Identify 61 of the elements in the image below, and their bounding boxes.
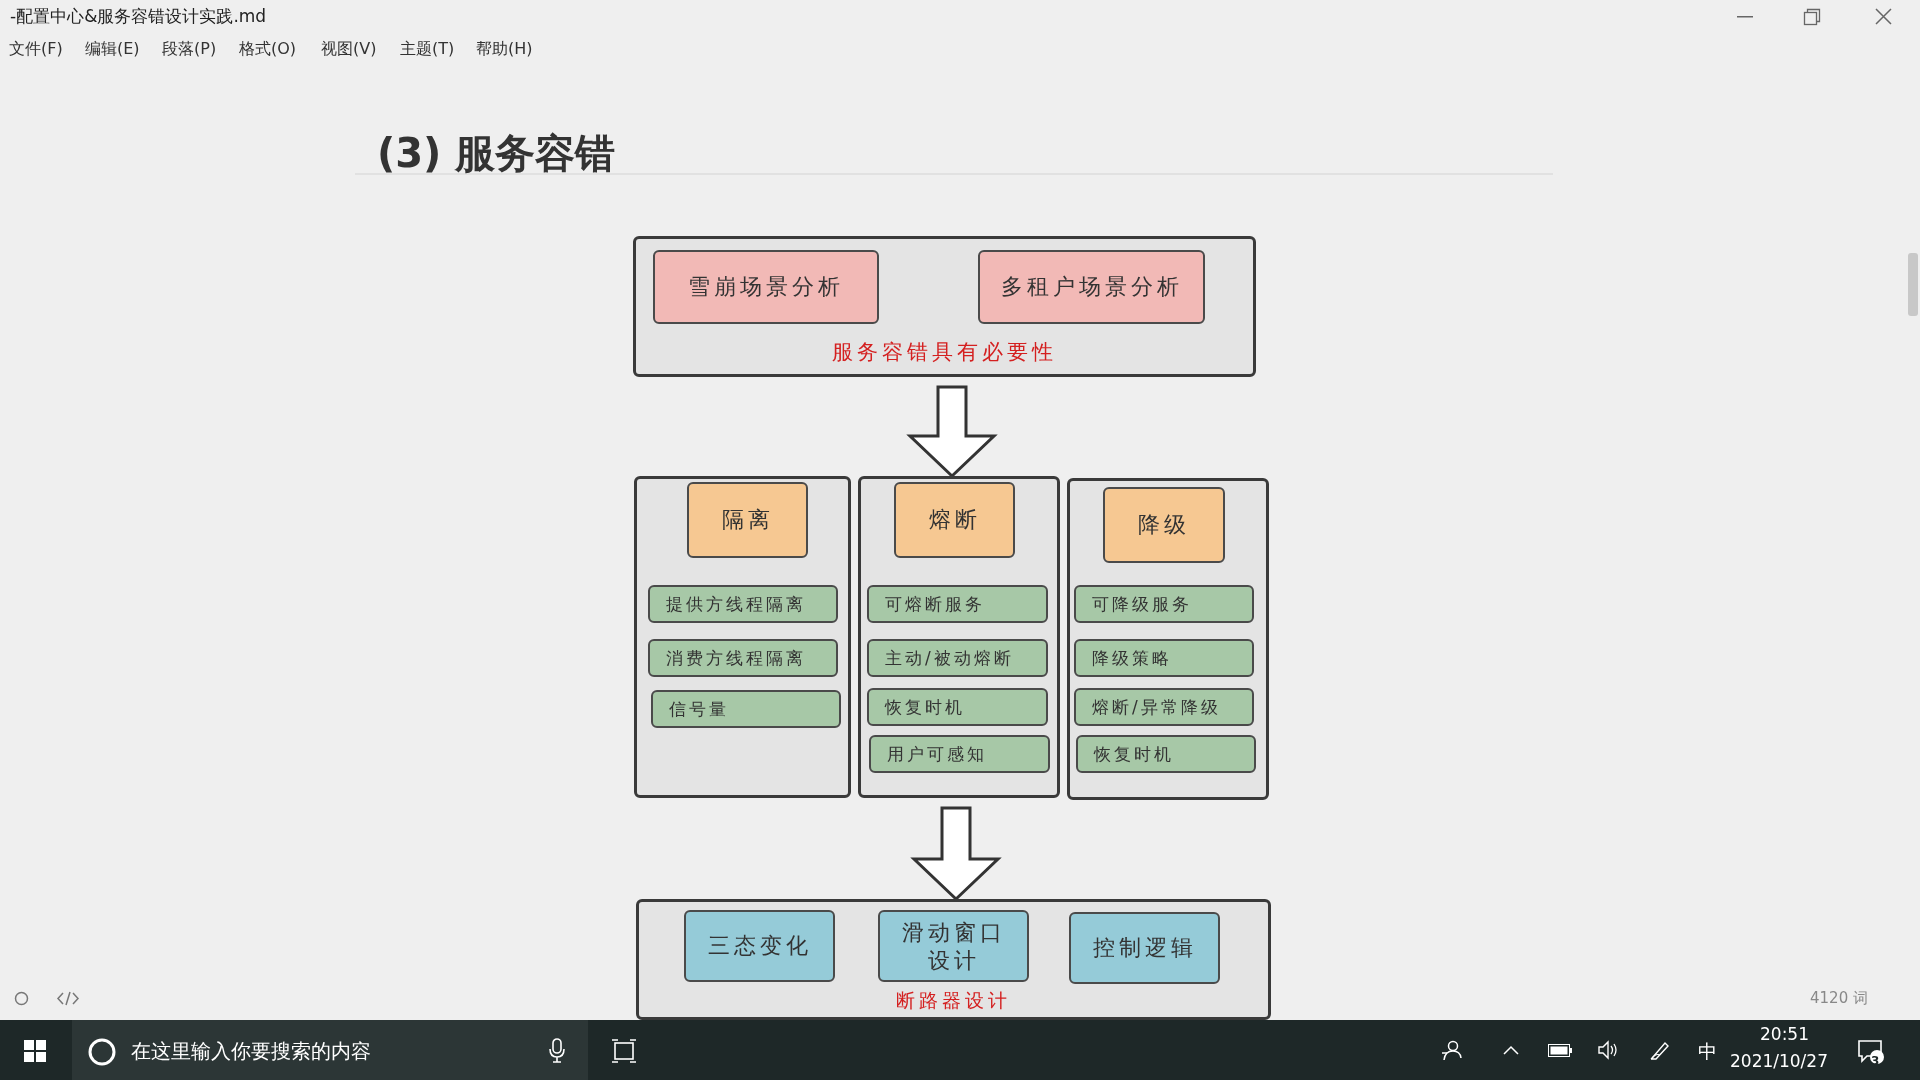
menu-item: 帮助(H) (476, 39, 533, 60)
item-box (1074, 639, 1254, 677)
box-label: 降级策略 (1092, 646, 1172, 670)
panel-caption: 断路器设计 (896, 988, 1011, 1013)
box-label: 隔离 (720, 506, 775, 534)
box-label: 提供方线程隔离 (666, 592, 806, 616)
box-label: 用户可感知 (887, 742, 987, 766)
box-label: 信号量 (669, 697, 729, 721)
search-placeholder: 在这里输入你要搜索的内容 (131, 1038, 371, 1065)
category-box (1103, 487, 1225, 563)
item-box (651, 690, 841, 728)
word-count: 4120 词 (1810, 989, 1868, 1008)
block-arrow (910, 806, 1002, 902)
box-label: 滑动窗口设计 (900, 918, 1007, 974)
clock-date: 2021/10/27 (1730, 1051, 1828, 1071)
section-heading: (3) 服务容错 (377, 129, 616, 178)
category-box (687, 482, 808, 558)
process-box (1069, 912, 1220, 984)
panel-caption: 服务容错具有必要性 (832, 339, 1057, 366)
process-box (878, 910, 1029, 982)
group-panel (633, 236, 1256, 377)
box-label: 多租户场景分析 (1000, 273, 1183, 301)
box-label: 三态变化 (706, 932, 813, 960)
clock-time: 20:51 (1760, 1024, 1809, 1044)
box-label: 熔断/异常降级 (1092, 695, 1221, 719)
menu-item: 视图(V) (321, 39, 377, 60)
item-box (1074, 688, 1254, 726)
menu-item: 格式(O) (239, 39, 297, 60)
item-box (1076, 735, 1256, 773)
item-box (648, 639, 838, 677)
column-panel (1067, 478, 1269, 800)
box-label: 熔断 (927, 506, 982, 534)
menu-item: 主题(T) (400, 39, 455, 60)
column-panel (858, 476, 1060, 798)
category-box (894, 482, 1015, 558)
item-box (648, 585, 838, 623)
item-box (867, 639, 1048, 677)
process-box (653, 250, 879, 324)
input-method-indicator: 中 (1698, 1039, 1717, 1064)
group-panel (636, 899, 1271, 1020)
box-label: 恢复时机 (885, 695, 965, 719)
box-label: 恢复时机 (1094, 742, 1174, 766)
item-box (1074, 585, 1254, 623)
column-panel (634, 476, 851, 798)
box-label: 降级 (1137, 511, 1191, 539)
menu-item: 编辑(E) (85, 39, 140, 60)
menu-item: 段落(P) (162, 39, 217, 60)
menu-item: 文件(F) (9, 39, 63, 60)
item-box (867, 585, 1048, 623)
box-label: 消费方线程隔离 (666, 646, 806, 670)
block-arrow (906, 385, 998, 479)
box-label: 主动/被动熔断 (885, 646, 1014, 670)
title-bar-text: -配置中心&服务容错设计实践.md (10, 5, 267, 28)
box-label: 可熔断服务 (885, 592, 985, 616)
process-box (978, 250, 1205, 324)
item-box (869, 735, 1050, 773)
box-label: 控制逻辑 (1091, 934, 1198, 962)
box-label: 可降级服务 (1092, 592, 1192, 616)
item-box (867, 688, 1048, 726)
box-label: 雪崩场景分析 (688, 273, 844, 301)
process-box (684, 910, 835, 982)
